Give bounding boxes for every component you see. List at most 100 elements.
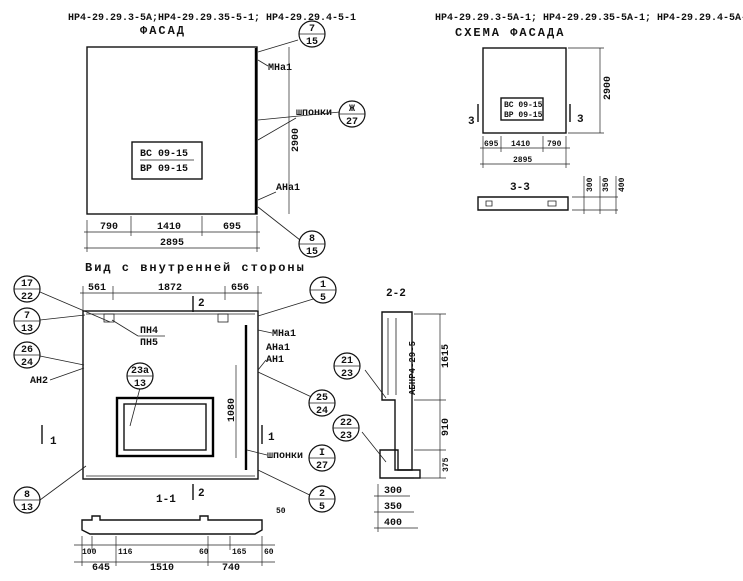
- inner-dim-top-1: 561: [88, 283, 106, 294]
- facade-dim-1: 790: [100, 222, 118, 233]
- inner-label-an1: АН1: [266, 355, 284, 366]
- svg-text:7: 7: [24, 311, 30, 322]
- svg-text:27: 27: [316, 461, 328, 472]
- section-11-right-dim: 50: [276, 507, 286, 516]
- bubble-17-22: 17 22: [13, 275, 41, 303]
- section-33-title: 3-3: [510, 182, 530, 194]
- section-33-profile: [477, 196, 569, 211]
- section-22-bottom-3: 400: [384, 518, 402, 529]
- svg-text:17: 17: [21, 279, 33, 290]
- inner-label-pn4: ПН4: [140, 326, 158, 337]
- scheme-marker-left: 3: [468, 116, 475, 128]
- bubble-1-5: 1 5: [309, 276, 337, 304]
- scheme-dim-3: 790: [547, 140, 562, 149]
- section-22-dim-2: 910: [441, 418, 452, 436]
- inner-height-dim: 1080: [227, 398, 238, 422]
- scheme-dim-1: 695: [484, 140, 499, 149]
- section-11-top-1: 100: [82, 548, 97, 557]
- facade-window: [131, 141, 203, 180]
- svg-text:8: 8: [24, 490, 30, 501]
- scheme-thick-3: 400: [618, 177, 627, 192]
- bubble-leaders: [39, 39, 387, 501]
- section-11-profile: [81, 515, 263, 535]
- bubble-21-23: 21 23: [333, 352, 361, 380]
- section-11-top-2: 116: [118, 548, 133, 557]
- bubble-25-24: 25 24: [308, 389, 336, 417]
- inner-marker-left: 1: [50, 436, 57, 448]
- inner-marker-bottom: 2: [198, 488, 205, 500]
- section-11-bottom-2: 1510: [150, 563, 174, 574]
- inner-panel-outline: [82, 310, 259, 480]
- bubble-7-15-a: 7 15: [298, 20, 326, 48]
- facade-scheme-title: СХЕМА ФАСАДА: [455, 26, 565, 40]
- inner-label-an2: АН2: [30, 376, 48, 387]
- section-11-top-5: 60: [264, 548, 274, 557]
- inner-marker-right: 1: [268, 432, 275, 444]
- svg-text:27: 27: [346, 117, 358, 128]
- facade-dim-2: 1410: [157, 222, 181, 233]
- svg-text:15: 15: [306, 247, 318, 258]
- svg-text:23: 23: [340, 431, 352, 442]
- facade-view: ВС 09-15 ВР 09-15 МНа1 шпонки АНа1 2900 …: [84, 46, 332, 252]
- inner-label-an: АНа1: [266, 343, 290, 354]
- inner-side-view: 561 1872 656 2 ПН4 ПН5 МНа1 АНа1 АН1 АН2…: [30, 283, 303, 500]
- inner-window-opening: [123, 403, 207, 451]
- facade-window-label-1: ВС 09-15: [140, 149, 188, 160]
- svg-text:1: 1: [320, 280, 326, 291]
- svg-text:23: 23: [341, 369, 353, 380]
- svg-text:5: 5: [320, 293, 326, 304]
- left-code-header: НР4-29.29.3-5А;НР4-29.29.35-5-1; НР4-29.…: [68, 13, 356, 24]
- svg-text:7: 7: [309, 24, 315, 35]
- svg-text:24: 24: [316, 406, 328, 417]
- inner-marker-top: 2: [198, 298, 205, 310]
- bubble-22-23: 22 23: [332, 414, 360, 442]
- scheme-marker-right: 3: [577, 114, 584, 126]
- bubble-7-13: 7 13: [13, 307, 41, 335]
- scheme-dim-2: 1410: [511, 140, 530, 149]
- scheme-total-dim: 2895: [513, 156, 532, 165]
- svg-text:13: 13: [21, 503, 33, 514]
- facade-window-label-2: ВР 09-15: [140, 164, 188, 175]
- section-11-bottom-1: 645: [92, 563, 110, 574]
- bubble-26-24: 26 24: [13, 341, 41, 369]
- svg-text:13: 13: [134, 379, 146, 390]
- facade-total-dim: 2895: [160, 238, 184, 249]
- svg-text:23а: 23а: [131, 366, 149, 377]
- svg-text:26: 26: [21, 345, 33, 356]
- scheme-window: [500, 97, 544, 121]
- svg-text:25: 25: [316, 393, 328, 404]
- section-11-top-4: 165: [232, 548, 247, 557]
- inner-label-shponki: шпонки: [267, 451, 303, 462]
- bubble-23a-13: 23а 13: [126, 362, 154, 390]
- inner-window-frame: [115, 396, 215, 458]
- facade-panel-outline: [86, 46, 258, 215]
- svg-text:15: 15: [306, 37, 318, 48]
- inner-label-mn: МНа1: [272, 329, 296, 340]
- facade-title: ФАСАД: [140, 24, 186, 38]
- bubble-8-13: 8 13: [13, 486, 41, 514]
- scheme-height-dim: 2900: [603, 76, 614, 100]
- facade-label-mn: МНа1: [268, 63, 292, 74]
- section-22-vertical-label: АБНР4-29-5: [408, 341, 418, 395]
- scheme-thick-2: 350: [602, 177, 611, 192]
- svg-text:2: 2: [319, 489, 325, 500]
- facade-dim-3: 695: [223, 222, 241, 233]
- svg-text:13: 13: [21, 324, 33, 335]
- section-11-top-3: 60: [199, 548, 209, 557]
- section-22-bottom-2: 350: [384, 502, 402, 513]
- section-22-dim-1: 1615: [441, 344, 452, 368]
- svg-text:22: 22: [21, 292, 33, 303]
- inner-label-pn5: ПН5: [140, 338, 158, 349]
- facade-label-shponki: шпонки: [296, 108, 332, 119]
- facade-scheme-view: ВС 09-15 ВР 09-15 3 3 2900 695 1410 790 …: [468, 47, 627, 214]
- section-22-dim-3: 375: [442, 457, 451, 472]
- section-22-bottom-1: 300: [384, 486, 402, 497]
- svg-text:21: 21: [341, 356, 353, 367]
- section-11-title: 1-1: [156, 494, 176, 506]
- bubble-zh-27: Ж 27: [338, 100, 366, 128]
- inner-dim-top-3: 656: [231, 283, 249, 294]
- section-22-upper-profile: [381, 311, 413, 471]
- bubble-2-5: 2 5: [308, 485, 336, 513]
- section-22-lower-profile: [379, 449, 421, 479]
